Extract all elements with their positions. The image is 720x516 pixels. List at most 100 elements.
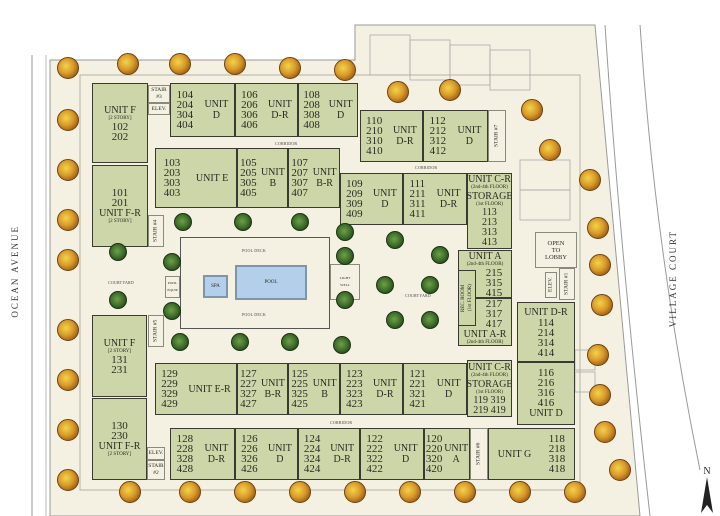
palm-tree-icon <box>57 369 79 391</box>
palm-tree-icon <box>344 481 366 503</box>
palm-tree-icon <box>591 294 613 316</box>
unit-note: [2 STORY] <box>107 451 132 457</box>
unit-numbers: 120 220 320 420 <box>425 433 443 475</box>
unit-block[interactable]: UNIT F-R[2 STORY]101 201 <box>92 165 148 247</box>
unit-block[interactable]: 111 211 311 411 UNIT D-R <box>403 173 467 225</box>
palm-tree-icon <box>57 249 79 271</box>
stair-3: STAIR #3 <box>148 85 170 103</box>
unit-numbers: 102 202 <box>111 120 129 143</box>
courtyard-tree-icon <box>109 291 127 309</box>
unit-numbers: 128 228 328 428 <box>176 433 194 475</box>
courtyard-tree-icon <box>386 311 404 329</box>
unit-type-label: UNIT D-R <box>372 378 397 400</box>
unit-block[interactable]: UNIT F-R[2 STORY]130 230 <box>92 398 147 480</box>
unit-type-group: UNIT B <box>261 167 285 189</box>
unit-type-group: UNIT D-R <box>437 188 461 210</box>
courtyard-tree-icon <box>163 302 181 320</box>
elevator-east: ELEV. <box>545 272 557 298</box>
unit-block[interactable]: UNIT F[2 STORY]102 202 <box>92 83 148 163</box>
unit-numbers: 109 209 309 409 <box>346 178 363 220</box>
unit-numbers: 111 211 311 411 <box>409 178 426 220</box>
unit-note: (2nd-4th FLOOR) <box>471 185 508 190</box>
unit-type-group: UNIT D <box>437 378 461 400</box>
unit-type-group: UNIT D <box>268 443 292 465</box>
open-to-lobby: OPEN TO LOBBY <box>535 232 577 268</box>
unit-type-label: UNIT D-R <box>524 306 568 318</box>
unit-type-group: UNIT D-R <box>373 378 397 400</box>
unit-note: (1st FLOOR) <box>476 202 503 207</box>
unit-type-label: UNIT A <box>468 250 502 262</box>
courtyard-tree-icon <box>421 276 439 294</box>
unit-type-group: UNIT D <box>457 125 481 147</box>
palm-tree-icon <box>587 217 609 239</box>
palm-tree-icon <box>387 81 409 103</box>
unit-type-group: UNIT D-R <box>330 443 354 465</box>
unit-type-group: UNIT D <box>394 443 418 465</box>
palm-tree-icon <box>169 53 191 75</box>
unit-type-label: UNIT F <box>104 104 136 116</box>
unit-type-group: UNIT D-R <box>204 443 228 465</box>
unit-type-label: UNIT F <box>103 337 136 349</box>
stair-4: STAIR #4 <box>148 215 164 247</box>
unit-block[interactable]: 128 228 328 428 UNIT D-R <box>170 428 235 480</box>
unit-type-group: UNIT D <box>373 188 397 210</box>
unit-type-group: UNIT D-R <box>524 307 567 318</box>
unit-type-group: UNIT F-R[2 STORY] <box>99 208 141 225</box>
unit-type-label: UNIT A <box>444 443 469 465</box>
unit-block[interactable]: UNIT C-R(2nd-4th FLOOR)STORAGE(1st FLOOR… <box>467 360 512 417</box>
unit-type-label: UNIT A-R <box>463 328 507 340</box>
unit-type-group: UNIT A-R(2nd-4th FLOOR) <box>464 329 507 346</box>
courtyard-tree-icon <box>234 213 252 231</box>
unit-block[interactable]: UNIT C-R(2nd-4th FLOOR)STORAGE(1st FLOOR… <box>467 173 512 249</box>
courtyard-tree-icon <box>109 243 127 261</box>
unit-type-label: UNIT D-R <box>267 99 292 121</box>
courtyard-tree-icon <box>431 246 449 264</box>
unit-type-label: UNIT E <box>195 172 229 184</box>
unit-block[interactable]: 109 209 309 409 UNIT D <box>340 173 403 225</box>
unit-type-label: UNIT D <box>393 443 418 465</box>
courtyard-tree-icon <box>336 291 354 309</box>
palm-tree-icon <box>579 169 601 191</box>
palm-tree-icon <box>594 421 616 443</box>
unit-type-label: UNIT F-R <box>99 207 141 219</box>
pool-equipment: POOL EQUIP <box>165 276 180 298</box>
north-label: N <box>703 466 711 477</box>
stair-6: STAIR #6 <box>470 428 488 480</box>
unit-type-group: UNIT E <box>196 173 228 184</box>
unit-numbers: 113 213 313 413 <box>482 207 497 248</box>
unit-type-label: UNIT B-R <box>260 378 285 400</box>
courtyard-label-east: COURTYARD <box>405 293 432 298</box>
unit-block[interactable]: UNIT F[2 STORY]131 231 <box>92 315 147 397</box>
unit-numbers: 116 216 316 416 <box>537 367 555 409</box>
palm-tree-icon <box>224 53 246 75</box>
palm-tree-icon <box>589 384 611 406</box>
stair-7: STAIR #7 <box>488 110 506 162</box>
unit-type-group: UNIT D <box>329 99 353 121</box>
unit-type-group: UNIT A <box>444 443 468 465</box>
unit-note: (2nd-4th FLOOR) <box>466 261 504 267</box>
unit-type-group: UNIT E-R <box>188 384 230 395</box>
unit-type-label: UNIT G <box>497 448 532 460</box>
palm-tree-icon <box>587 344 609 366</box>
